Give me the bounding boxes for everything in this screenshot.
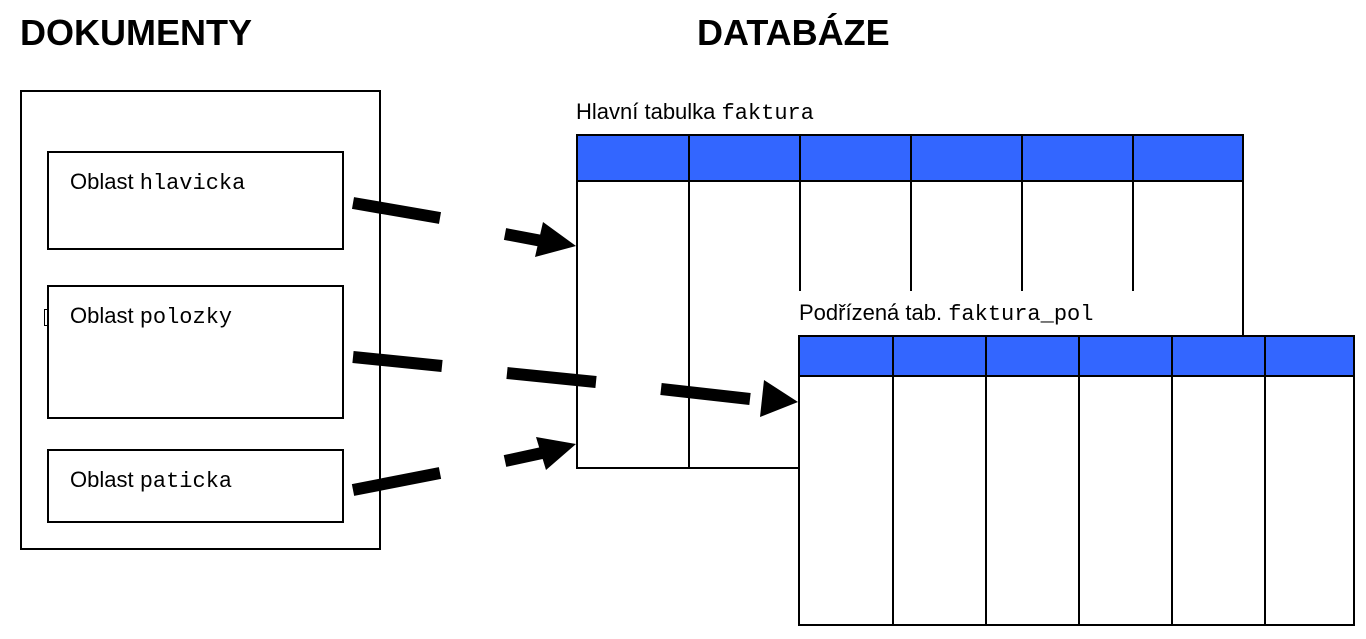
area-polozky: Oblast polozky — [47, 285, 344, 419]
area-paticka-label: Oblast paticka — [70, 467, 232, 494]
sub-table-column-divider — [1078, 337, 1080, 624]
arrow-hlavicka-to-faktura — [351, 197, 576, 257]
area-prefix: Oblast — [70, 467, 140, 492]
main-table-column-divider — [688, 136, 690, 467]
arrow-polozky-to-faktura-pol — [352, 351, 798, 417]
sub-table-column-divider — [892, 337, 894, 624]
arrow-dash — [660, 383, 751, 405]
arrow-head — [536, 437, 576, 470]
main-table-column-divider — [1132, 136, 1134, 296]
area-name: polozky — [139, 305, 233, 330]
area-name: hlavicka — [139, 171, 246, 196]
arrow-dash — [503, 447, 544, 467]
documents-heading: DOKUMENTY — [20, 12, 252, 53]
area-prefix: Oblast — [70, 169, 140, 194]
main-table-name: faktura — [721, 101, 814, 126]
main-table-column-divider — [910, 136, 912, 296]
area-polozky-label: Oblast polozky — [70, 303, 232, 330]
arrow-head — [535, 222, 576, 257]
area-hlavicka: Oblast hlavicka — [47, 151, 344, 250]
database-heading: DATABÁZE — [697, 12, 890, 53]
sub-table-column-divider — [1171, 337, 1173, 624]
arrow-dash — [352, 351, 443, 372]
arrow-dash — [351, 467, 442, 496]
sub-table-column-divider — [985, 337, 987, 624]
main-table-caption-text: Hlavní tabulka — [576, 99, 722, 124]
sub-table-column-divider — [1264, 337, 1266, 624]
arrow-dash — [503, 228, 544, 247]
main-table-column-divider — [1021, 136, 1023, 296]
area-name: paticka — [139, 469, 233, 494]
arrow-dash — [506, 367, 597, 388]
area-prefix: Oblast — [70, 303, 140, 328]
main-table-caption: Hlavní tabulka faktura — [576, 101, 814, 125]
area-paticka: Oblast paticka — [47, 449, 344, 523]
sub-table — [798, 335, 1355, 626]
sub-table-caption-background — [797, 291, 1200, 335]
sub-table-caption: Podřízená tab. faktura_pol — [799, 302, 1093, 326]
sub-table-caption-text: Podřízená tab. — [799, 300, 949, 325]
sub-table-name: faktura_pol — [948, 302, 1094, 327]
area-hlavicka-label: Oblast hlavicka — [70, 169, 245, 196]
arrow-paticka-to-faktura — [351, 437, 576, 496]
arrow-dash — [351, 197, 442, 224]
arrow-head — [760, 380, 798, 417]
